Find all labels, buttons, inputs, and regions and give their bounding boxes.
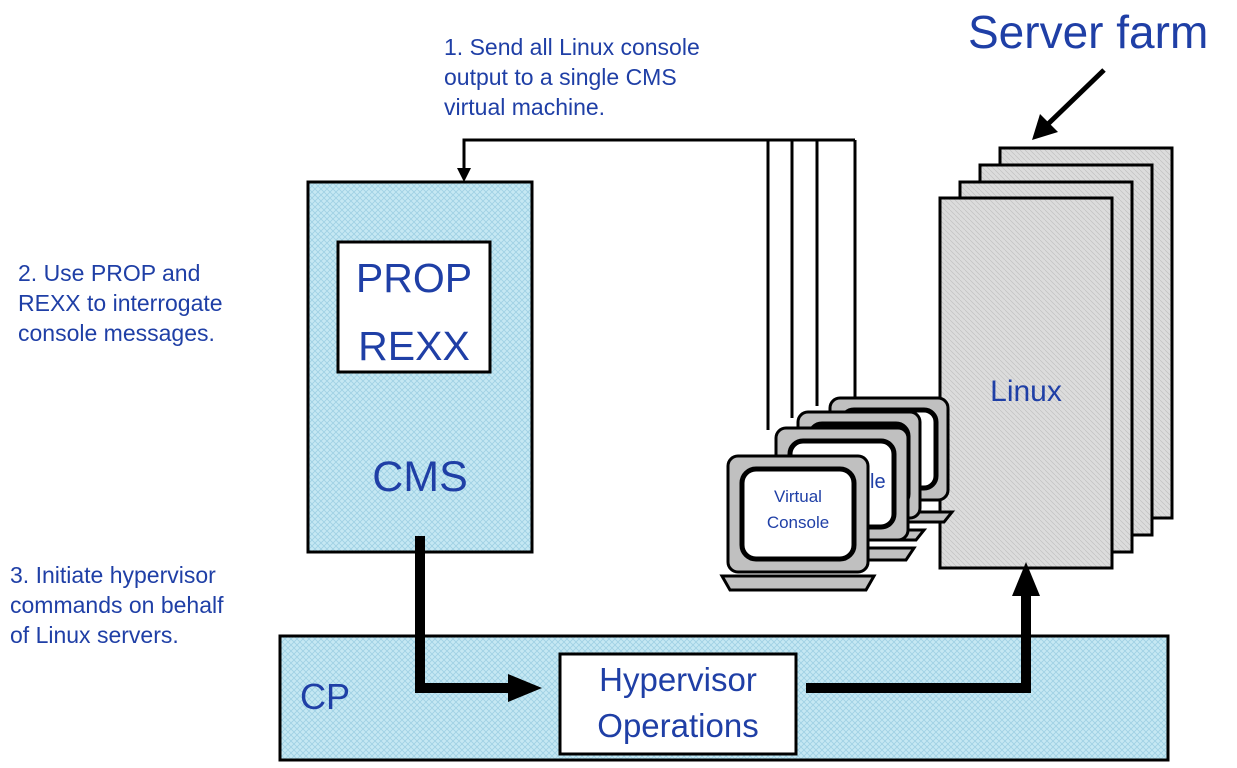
arrowhead-to-hypervisor bbox=[508, 674, 542, 702]
server-farm-title: Server farm bbox=[968, 6, 1209, 58]
console-output-lines bbox=[462, 138, 857, 430]
arrowhead-into-cms bbox=[457, 168, 471, 182]
cp-label: CP bbox=[300, 676, 351, 717]
step3-annotation: 3. Initiate hypervisor commands on behal… bbox=[10, 562, 224, 648]
step2-annotation: 2. Use PROP and REXX to interrogate cons… bbox=[18, 260, 223, 346]
arrow-hypervisor-to-linux bbox=[806, 592, 1031, 693]
rexx-label: REXX bbox=[358, 323, 470, 369]
server-farm-arrowhead bbox=[1032, 114, 1058, 140]
prop-rexx-box bbox=[336, 240, 492, 374]
arrowhead-to-linux bbox=[1012, 562, 1040, 596]
virtual-console-label-line1: Virtual bbox=[774, 487, 822, 506]
cms-label: CMS bbox=[372, 453, 468, 501]
hypervisor-label-line2: Operations bbox=[597, 707, 759, 744]
hypervisor-operations-box bbox=[558, 652, 798, 756]
prop-label: PROP bbox=[355, 255, 473, 301]
hypervisor-label-line1: Hypervisor bbox=[599, 661, 757, 698]
linux-label: Linux bbox=[990, 375, 1062, 408]
console-monitor-front bbox=[719, 454, 877, 592]
linux-server-stack bbox=[938, 146, 1174, 570]
server-farm-pointer-arrow bbox=[1046, 68, 1106, 126]
virtual-console-label-line2: Console bbox=[766, 513, 830, 532]
arrow-cms-to-hypervisor bbox=[415, 536, 512, 693]
console-label-behind: le bbox=[870, 471, 886, 493]
step1-annotation: 1. Send all Linux console output to a si… bbox=[444, 34, 700, 120]
